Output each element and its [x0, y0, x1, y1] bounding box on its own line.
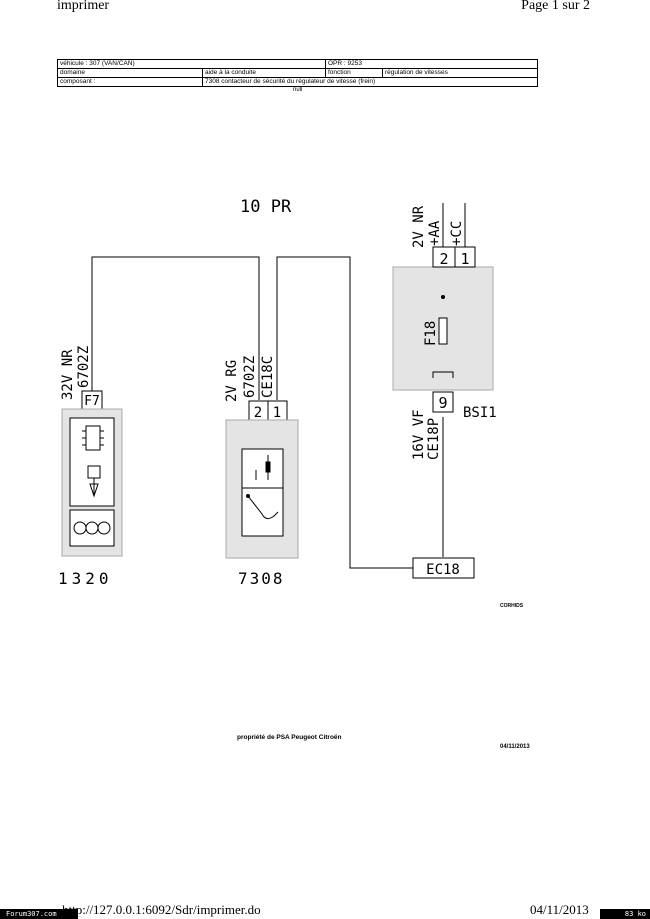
c7308-wire-a-label: 6702Z	[242, 356, 258, 398]
page-title: imprimer	[57, 0, 110, 13]
watermark-right: 83 ko	[600, 909, 650, 919]
bsi-pin9-box	[432, 391, 454, 413]
c1320-wire-label: 6702Z	[76, 346, 92, 388]
switch-icon	[255, 455, 271, 480]
c7308-icon-top	[241, 448, 284, 489]
page-url: http://127.0.0.1:6092/Sdr/imprimer.do	[62, 902, 261, 917]
c1320-icon-bottom	[69, 509, 115, 547]
info-row-component: composant : 7308 contacteur de sécurité …	[57, 77, 538, 87]
bsi-wire-label: 2V NR	[411, 205, 427, 248]
document-date: 04/11/2013	[500, 744, 530, 750]
c1320-icon-top	[69, 417, 115, 507]
chip-icon	[82, 425, 104, 451]
null-text: null	[293, 87, 303, 93]
property-notice: propriété de PSA Peugeot Citroën	[237, 734, 342, 741]
c7308-name: 7308	[238, 569, 285, 588]
c1320-connector-label: 32V NR	[60, 349, 76, 400]
coil-icon	[73, 521, 111, 535]
bsi-pin2-label: 2	[439, 250, 448, 268]
bsi-out-connector: 16V VF	[411, 409, 427, 460]
fuse-f18-label: F18	[423, 321, 439, 346]
watermark-left: Forum307.com	[0, 909, 78, 919]
bsi-pin1-box	[454, 246, 476, 268]
bsi-junction-1	[441, 295, 445, 299]
wire-6702z	[91, 256, 260, 400]
bsi-connector-symbol	[432, 371, 454, 378]
print-date: 04/11/2013	[530, 902, 589, 917]
info-table: véhicule : 307 (VAN/CAN) OPR : 9253 doma…	[57, 59, 538, 87]
bsi-pin1-signal: +CC	[449, 221, 465, 246]
brake-pedal-icon	[246, 494, 279, 520]
c7308-pin1-label: 1	[273, 405, 281, 421]
brand-logo-text: CORHIDS	[500, 603, 524, 609]
c1320-pin-label: F7	[84, 394, 100, 409]
c7308-pin2-label: 2	[254, 405, 262, 421]
bsi-pin2-signal: +AA	[427, 220, 443, 246]
ec18-box	[412, 557, 475, 579]
bsi-name: BSI1	[463, 405, 497, 421]
page-number: Page 1 sur 2	[521, 0, 590, 13]
top-label: 10 PR	[240, 197, 292, 217]
injector-icon	[87, 465, 101, 498]
wire-ce18c	[276, 256, 413, 569]
component-value: 7308 contacteur de sécurité du régulateu…	[202, 77, 538, 87]
c7308-wire-b-label: CE18C	[260, 356, 276, 398]
bsi-pin9-label: 9	[438, 394, 447, 412]
bsi-out-wire: CE18P	[426, 418, 442, 460]
fuse-f18-icon	[438, 317, 448, 345]
ec18-label: EC18	[426, 562, 460, 578]
bsi-pin1-label: 1	[460, 250, 469, 268]
c7308-connector-label: 2V RG	[224, 360, 240, 402]
c1320-name: 1320	[58, 569, 113, 588]
